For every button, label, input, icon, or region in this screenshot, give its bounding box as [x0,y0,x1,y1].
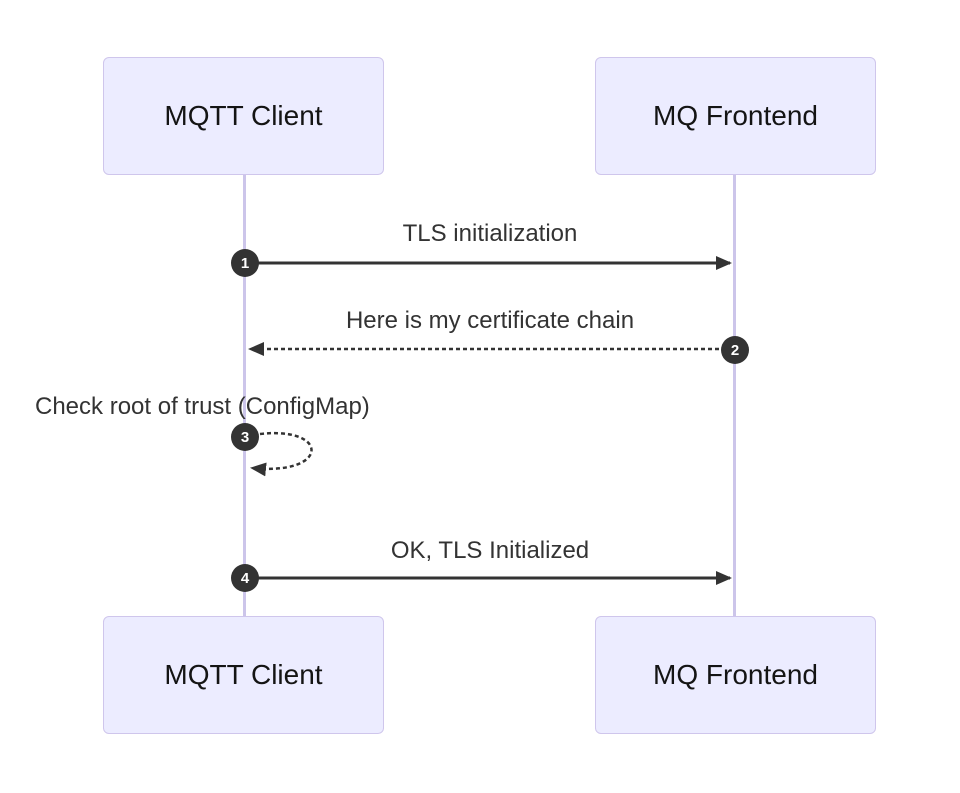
actor-box-mq-frontend-bottom: MQ Frontend [595,616,876,734]
sequence-number-4: 4 [231,564,259,592]
lifeline-mq-frontend [733,175,736,616]
message-label-tls-initialization: TLS initialization [402,220,578,247]
arrow-check-root-of-trust-self-loop [250,431,313,477]
actor-box-mqtt-client-top: MQTT Client [103,57,384,175]
message-label-check-root-of-trust: Check root of trust (ConfigMap) [35,393,370,420]
sequence-number-3: 3 [231,423,259,451]
message-label-ok-tls-initialized: OK, TLS Initialized [390,537,590,564]
actor-box-mq-frontend-top: MQ Frontend [595,57,876,175]
message-label-certificate-chain: Here is my certificate chain [345,307,635,334]
sequence-number-1: 1 [231,249,259,277]
actor-box-mqtt-client-bottom: MQTT Client [103,616,384,734]
sequence-number-2: 2 [721,336,749,364]
lifeline-mqtt-client [243,175,246,616]
